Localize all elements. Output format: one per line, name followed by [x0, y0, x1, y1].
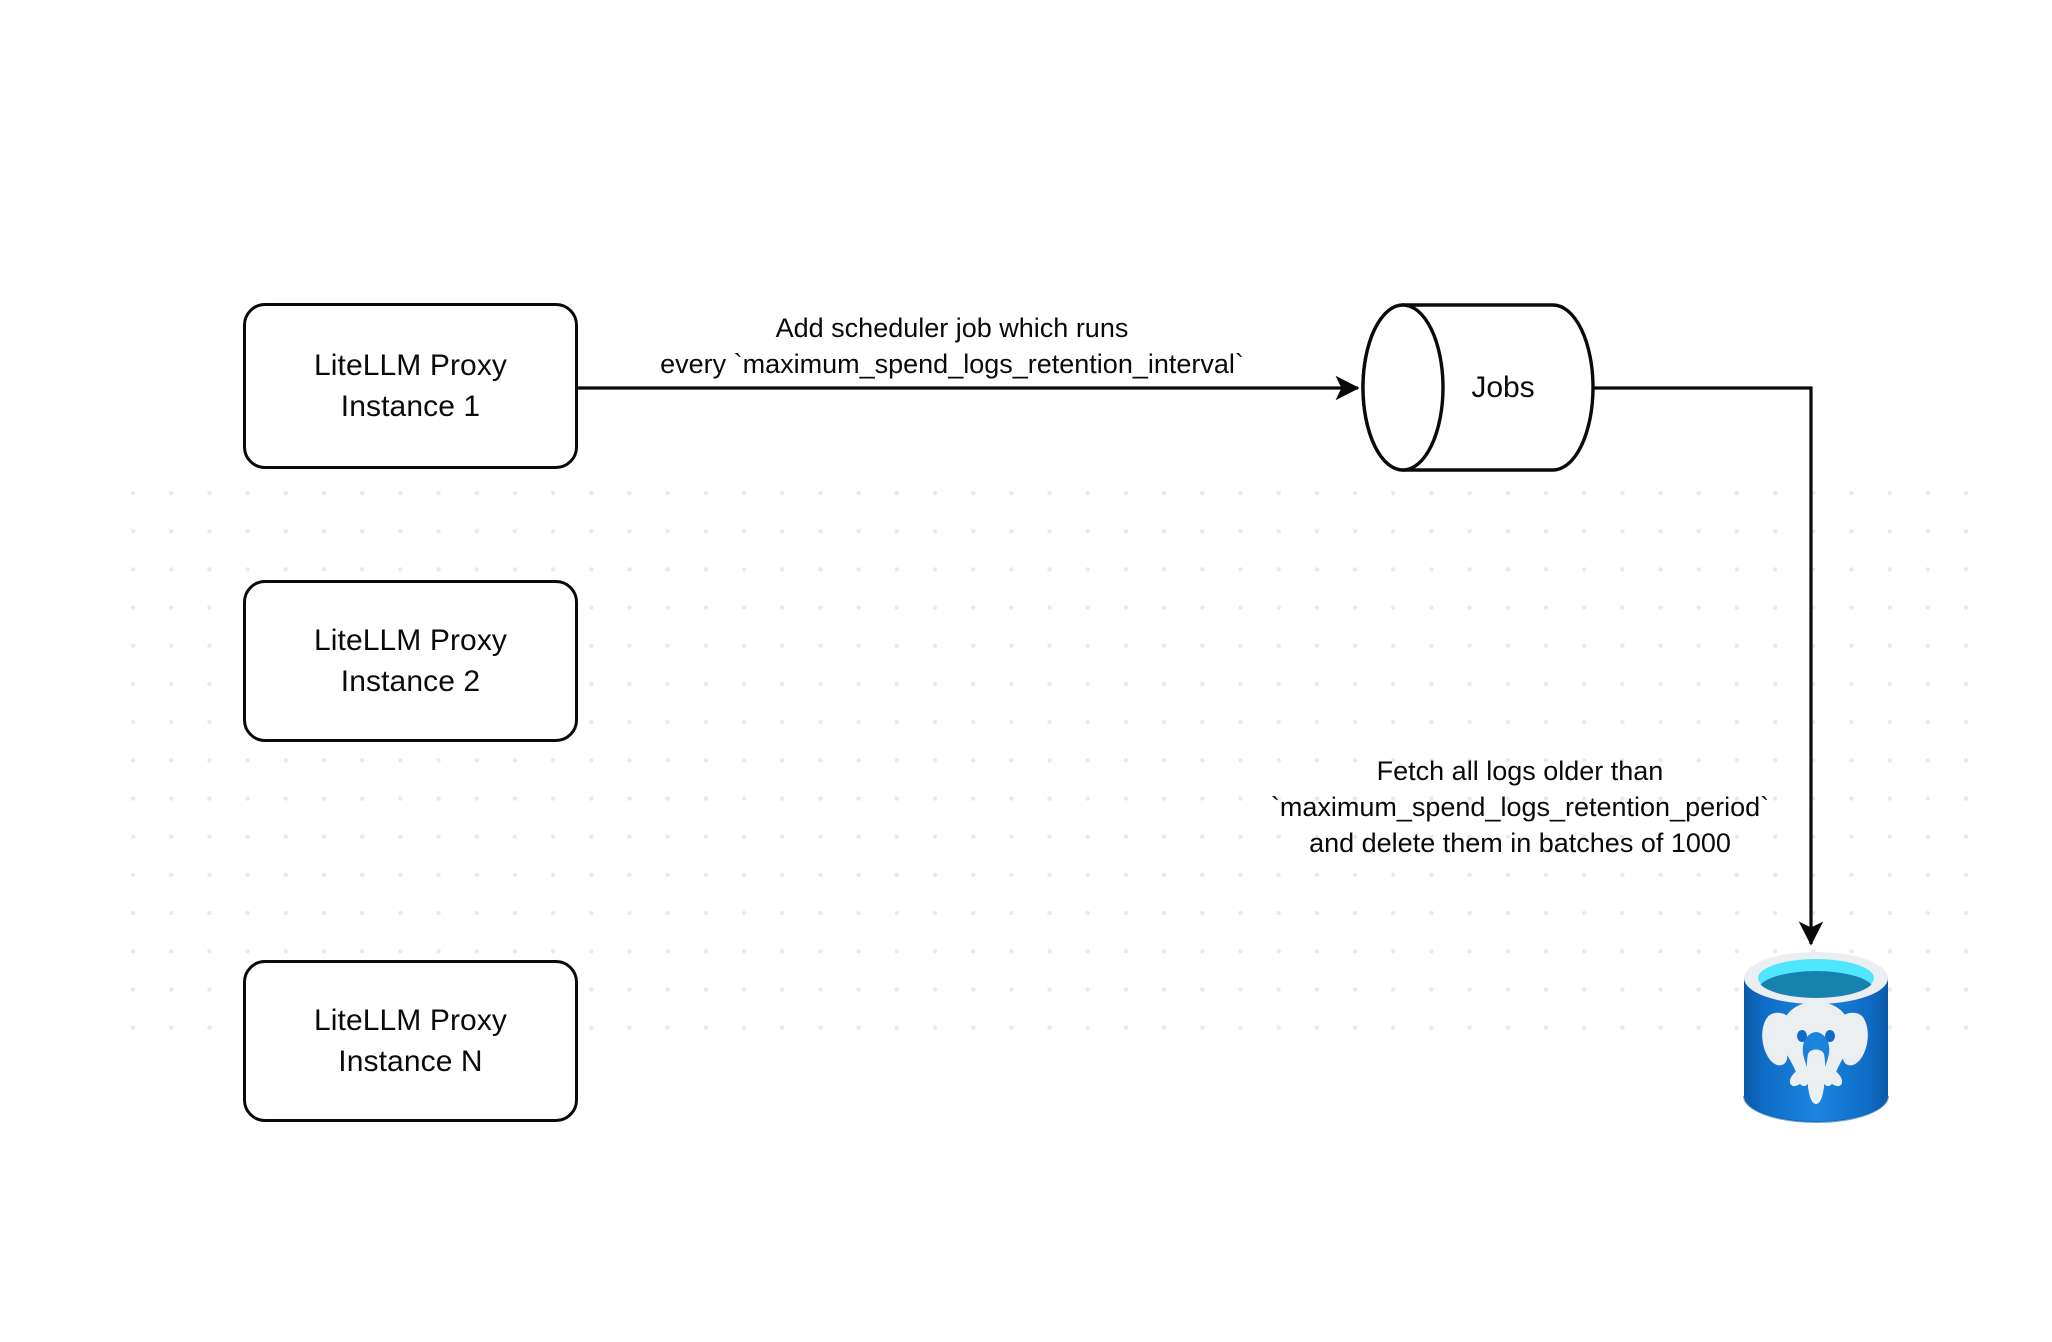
node-label-line2: Instance N — [338, 1045, 483, 1078]
edge-label-line1: Add scheduler job which runs — [775, 313, 1129, 343]
edge-label-line1: Fetch all logs older than — [1376, 756, 1664, 786]
node-label-line1: LiteLLM Proxy — [313, 348, 508, 382]
node-litellm-proxy-instance-1[interactable]: LiteLLM Proxy Instance 1 — [243, 303, 578, 469]
connector-jobs-to-postgres — [1593, 386, 1824, 946]
node-label-line1: LiteLLM Proxy — [313, 623, 508, 657]
node-litellm-proxy-instance-2[interactable]: LiteLLM Proxy Instance 2 — [243, 580, 578, 742]
node-label-line1: LiteLLM Proxy — [313, 1003, 508, 1037]
edge-label-line2: every `maximum_spend_logs_retention_inte… — [660, 348, 1244, 379]
node-label-line2: Instance 2 — [340, 665, 481, 698]
edge-label-line3: and delete them in batches of 1000 — [1309, 827, 1731, 858]
postgresql-database-icon[interactable] — [1742, 950, 1890, 1124]
node-litellm-proxy-instance-n[interactable]: LiteLLM Proxy Instance N — [243, 960, 578, 1122]
edge-label-add-scheduler-job: Add scheduler job which runs every `maxi… — [602, 311, 1302, 383]
node-label-line2: Instance 1 — [340, 390, 481, 423]
edge-label-line2: `maximum_spend_logs_retention_period` — [1270, 791, 1770, 822]
postgres-elephant-eyes — [1797, 1030, 1835, 1042]
node-label-jobs: Jobs — [1471, 371, 1535, 404]
postgres-cylinder-top-inner — [1760, 971, 1872, 998]
node-jobs-cylinder[interactable] — [1361, 303, 1595, 472]
postgres-cylinder-bottom-edge — [1743, 1095, 1889, 1123]
postgres-elephant-icon — [1762, 1002, 1868, 1104]
edge-label-fetch-and-delete-logs: Fetch all logs older than `maximum_spend… — [1240, 754, 1800, 862]
